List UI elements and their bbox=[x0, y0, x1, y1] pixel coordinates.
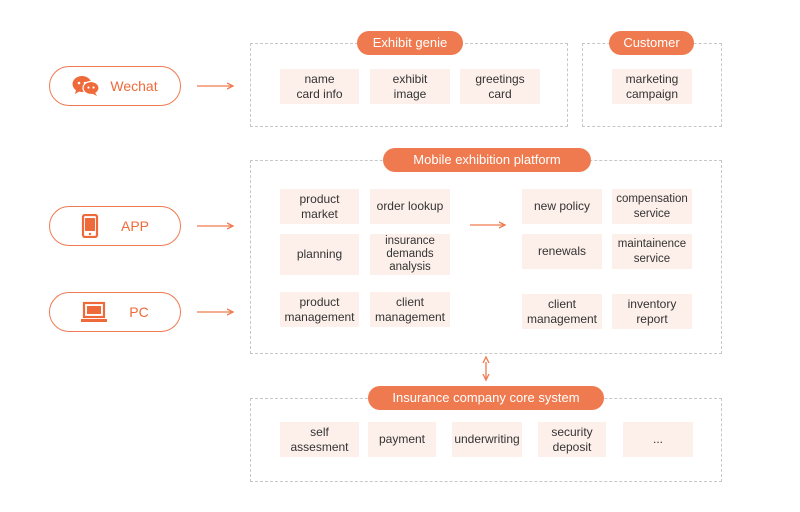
platform-right-item: new policy bbox=[522, 189, 602, 224]
platform-right-item: inventory report bbox=[612, 294, 692, 329]
platform-left-item: product market bbox=[280, 189, 359, 224]
wechat-channel: Wechat bbox=[49, 66, 181, 106]
platform-right-item: renewals bbox=[522, 234, 602, 269]
platform-right-item: maintainence service bbox=[612, 234, 692, 269]
wechat-label: Wechat bbox=[110, 78, 158, 94]
app-label: APP bbox=[120, 218, 149, 234]
exhibit-genie-item: exhibit image bbox=[370, 69, 450, 104]
core-system-item: self assesment bbox=[280, 422, 359, 457]
wechat-icon bbox=[72, 75, 100, 97]
platform-left-item: client management bbox=[370, 292, 450, 327]
mobile-phone-icon bbox=[81, 213, 99, 239]
mobile-platform-title: Mobile exhibition platform bbox=[383, 148, 591, 172]
pc-channel: PC bbox=[49, 292, 181, 332]
exhibit-genie-item: greetings card bbox=[460, 69, 540, 104]
core-system-title: Insurance company core system bbox=[368, 386, 604, 410]
platform-right-item: compensation service bbox=[612, 189, 692, 224]
core-system-item: security deposit bbox=[538, 422, 606, 457]
customer-title: Customer bbox=[609, 31, 694, 55]
platform-right-item: client management bbox=[522, 294, 602, 329]
exhibit-genie-title: Exhibit genie bbox=[357, 31, 463, 55]
core-system-item: payment bbox=[368, 422, 436, 457]
pc-label: PC bbox=[129, 304, 149, 320]
platform-left-item: product management bbox=[280, 292, 359, 327]
platform-left-item: planning bbox=[280, 234, 359, 275]
core-system-item: underwriting bbox=[452, 422, 522, 457]
platform-left-item: order lookup bbox=[370, 189, 450, 224]
platform-left-item: insurance demands analysis bbox=[370, 234, 450, 275]
exhibit-genie-item: name card info bbox=[280, 69, 359, 104]
core-system-item: ... bbox=[623, 422, 693, 457]
customer-item: marketing campaign bbox=[612, 69, 692, 104]
app-channel: APP bbox=[49, 206, 181, 246]
laptop-icon bbox=[81, 301, 108, 323]
